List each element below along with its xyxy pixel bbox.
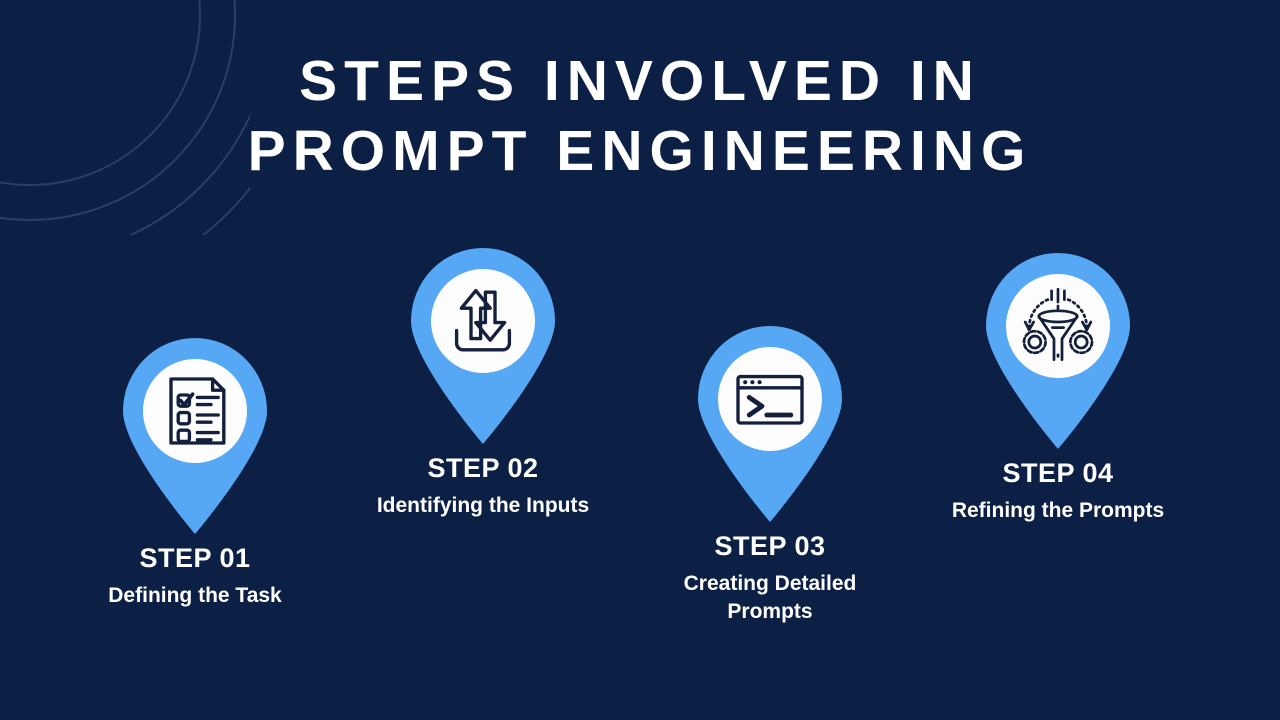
map-pin-04[interactable] <box>978 253 1138 453</box>
step-caption-03: STEP 03 Creating Detailed Prompts <box>625 530 915 626</box>
map-pin-01[interactable] <box>115 338 275 538</box>
step-caption-02: STEP 02 Identifying the Inputs <box>338 452 628 520</box>
step-caption-01: STEP 01 Defining the Task <box>50 542 340 610</box>
step-description-02: Identifying the Inputs <box>376 494 590 517</box>
pin-shape-icon <box>123 338 267 534</box>
map-pin-03[interactable] <box>690 326 850 526</box>
title-line-2: PROMPT ENGINEERING <box>247 119 1033 183</box>
step-title-01: STEP 01 <box>139 543 251 573</box>
step-item-02[interactable]: STEP 02 Identifying the Inputs <box>338 248 628 520</box>
funnel-gears-refine-icon <box>1022 287 1094 361</box>
step-caption-04: STEP 04 Refining the Prompts <box>913 457 1203 525</box>
step-title-04: STEP 04 <box>1002 458 1114 488</box>
terminal-console-window-icon <box>736 374 804 425</box>
step-title-02: STEP 02 <box>427 453 539 483</box>
step-description-04: Refining the Prompts <box>951 499 1165 522</box>
step-description-01: Defining the Task <box>108 584 282 607</box>
step-item-04[interactable]: STEP 04 Refining the Prompts <box>913 253 1203 525</box>
step-item-01[interactable]: STEP 01 Defining the Task <box>50 338 340 610</box>
step-description-03: Creating Detailed Prompts <box>683 572 857 623</box>
step-item-03[interactable]: STEP 03 Creating Detailed Prompts <box>625 326 915 626</box>
input-output-arrows-tray-icon <box>454 288 512 352</box>
checklist-document-icon <box>169 377 226 445</box>
map-pin-02[interactable] <box>403 248 563 448</box>
page-title: STEPS INVOLVED IN PROMPT ENGINEERING <box>0 46 1280 186</box>
title-line-1: STEPS INVOLVED IN <box>299 49 981 113</box>
step-title-03: STEP 03 <box>714 531 826 561</box>
